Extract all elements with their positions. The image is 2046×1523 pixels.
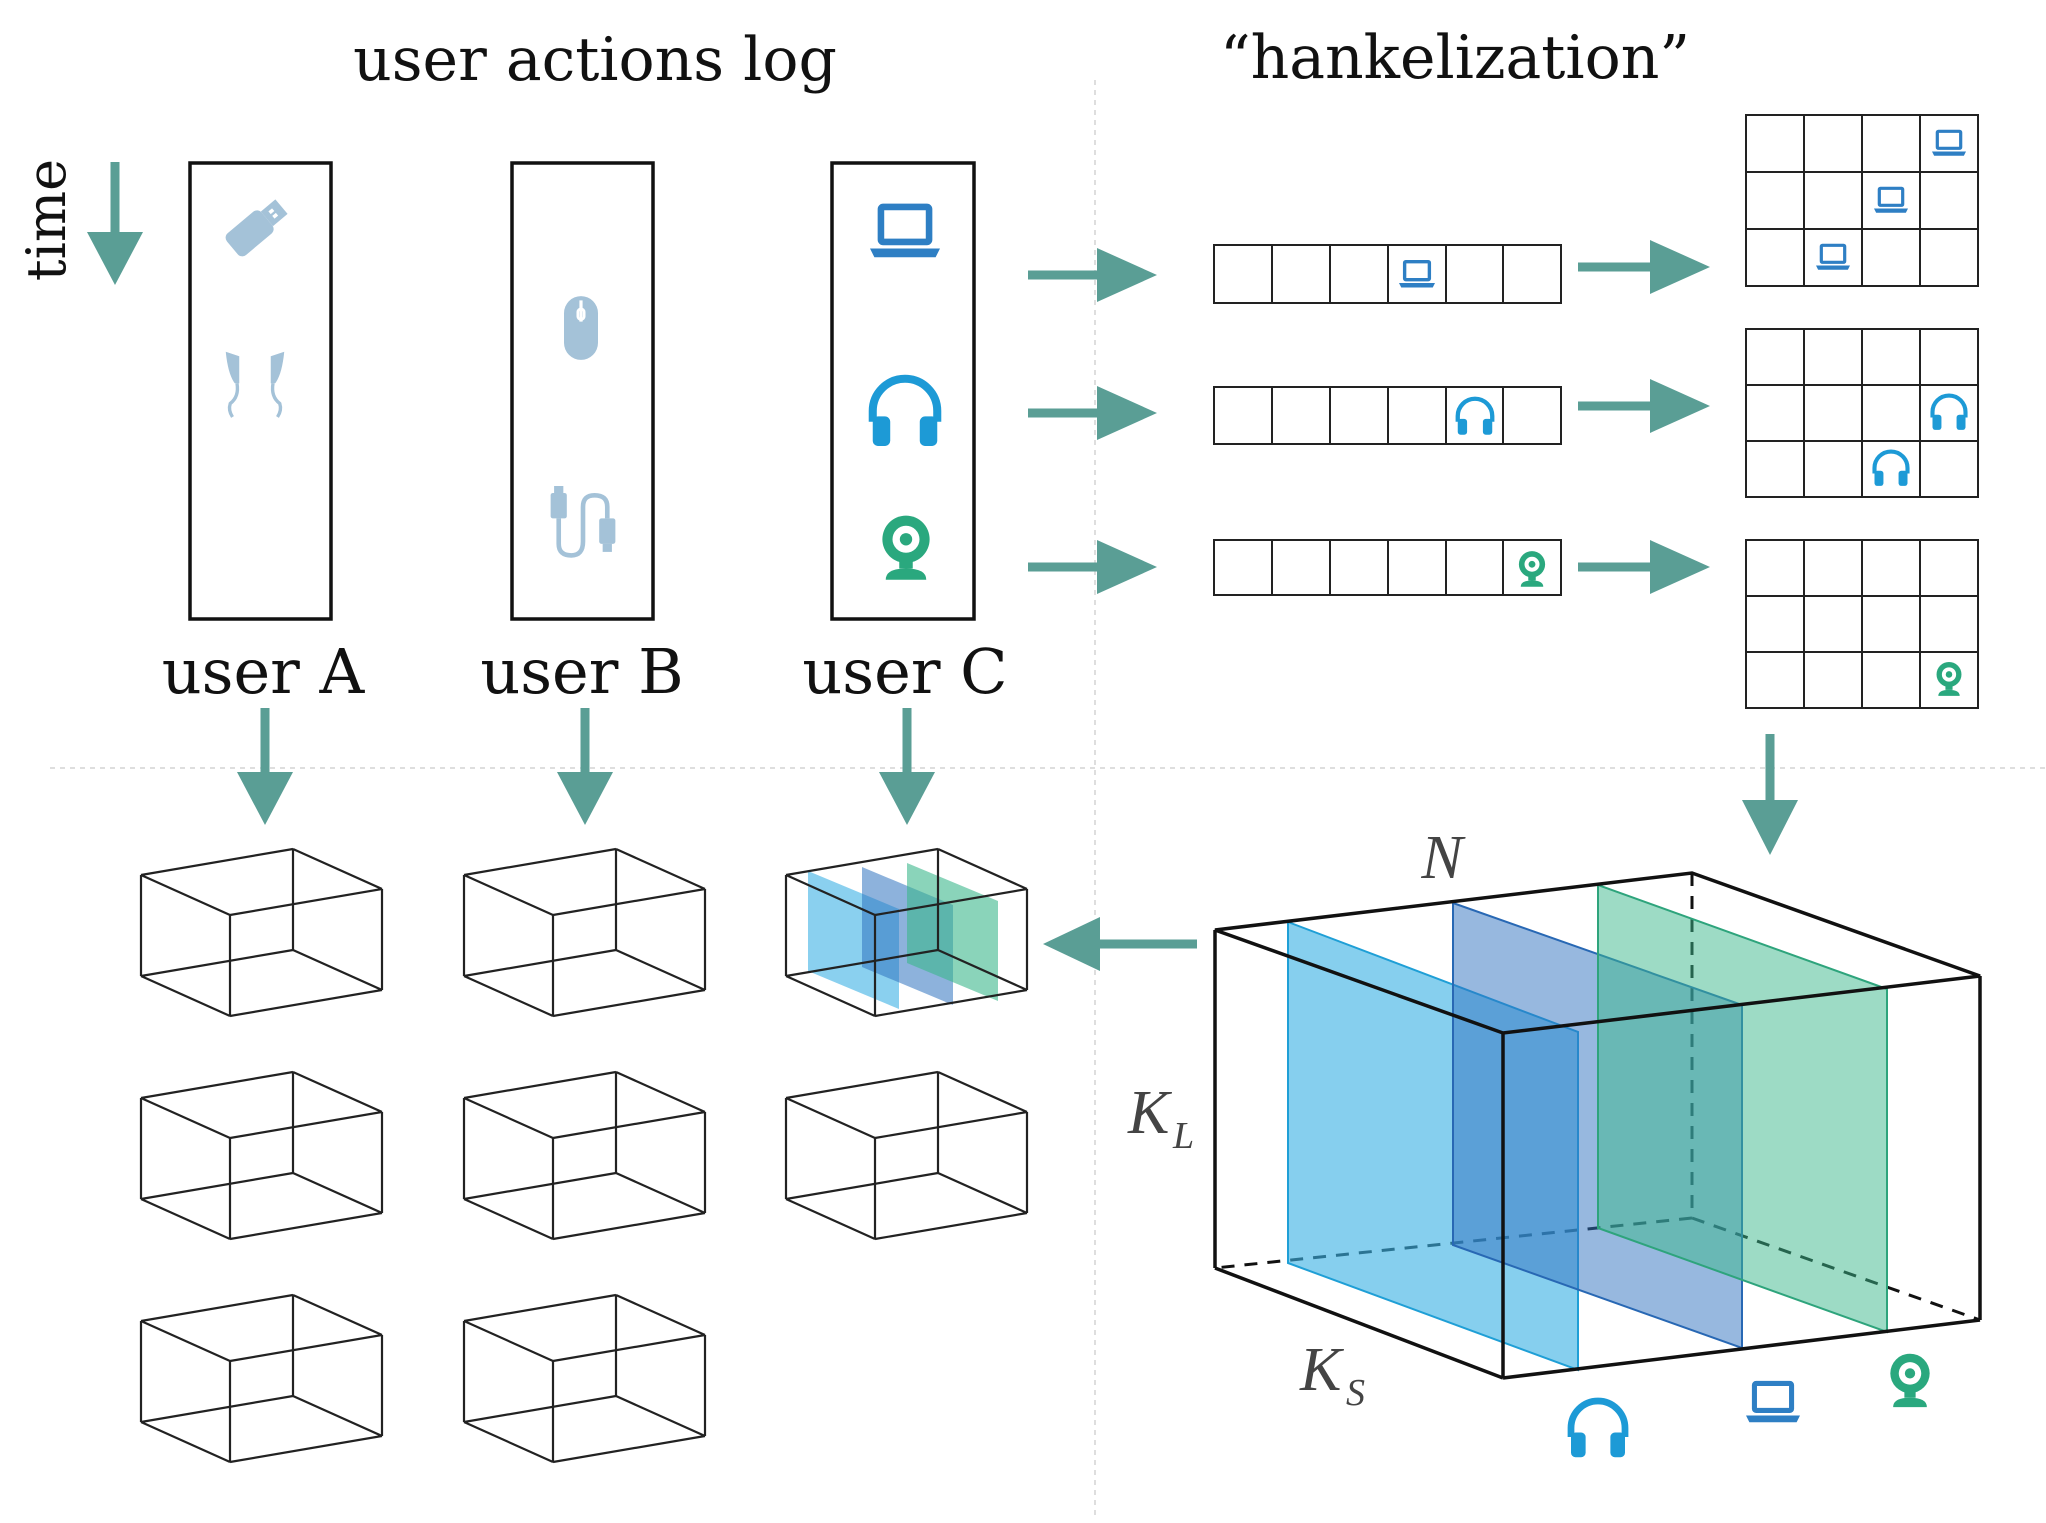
title-user-actions-log: user actions log [353,25,837,95]
matrix-laptop-icon [1932,131,1966,155]
user-down-arrows [237,708,935,825]
axis-label-ks-main: K [1299,1336,1345,1404]
user-tensor-cube [462,1070,707,1241]
matrix-headphones-icon [1875,452,1908,486]
tensor-laptop-icon [1746,1383,1800,1422]
tensor-arrow [1742,734,1798,855]
strip-headphones [1213,386,1562,445]
user-tensor-cube [139,1293,384,1464]
user-tensor-cube [784,1070,1029,1241]
hankel-matrix-webcam [1745,539,1979,709]
strip-webcam [1213,539,1562,596]
hankel-matrix-headphones [1745,328,1979,498]
user-tensor-cube [462,847,707,1018]
user-b-label: user B [480,635,683,708]
headphones-icon [873,379,938,446]
usb-stick-icon [223,195,291,259]
matrix-arrows [1578,240,1710,594]
tensor-webcam-icon [1890,1353,1930,1408]
matrix-headphones-icon [1933,396,1966,430]
user-c-log [830,161,976,621]
strip-laptop [1213,244,1562,304]
usb-cable-icon [551,486,616,555]
strip-arrows [1028,248,1157,594]
time-arrow [87,162,143,285]
mouse-icon [562,294,600,362]
title-hankelization: “hankelization” [1220,23,1690,93]
axis-label-kl-main: K [1127,1079,1173,1147]
matrix-laptop-icon [1874,188,1908,212]
hankel-matrix-laptop [1745,114,1979,287]
axis-label-n: N [1420,824,1466,892]
slice-arrow [1043,917,1197,971]
tensor-headphones-icon [1571,1401,1625,1457]
strip-laptop-icon [1399,262,1435,288]
webcam-icon [882,515,930,580]
big-tensor [1213,871,1982,1457]
strip-headphones-icon [1458,399,1493,435]
user-c-label: user C [802,635,1007,708]
user-tensor-grid [139,847,1029,1464]
axis-label-ks: K S [1299,1336,1365,1414]
axis-label-kl: K L [1127,1079,1194,1157]
user-b-log [510,161,655,621]
user-tensor-cube [462,1293,707,1464]
matrix-laptop-icon [1816,245,1850,269]
user-a-log [188,161,333,621]
user-c-tensor-cube [784,847,1029,1018]
axis-label-ks-sub: S [1346,1372,1365,1414]
matrix-webcam-icon [1936,661,1962,696]
user-a-label: user A [162,635,366,708]
user-tensor-cube [139,1070,384,1241]
earphones-icon [224,350,286,419]
time-label: time [15,159,78,281]
laptop-icon [870,207,940,257]
user-tensor-cube [139,847,384,1018]
strip-webcam-icon [1518,551,1546,587]
axis-label-kl-sub: L [1172,1115,1194,1157]
